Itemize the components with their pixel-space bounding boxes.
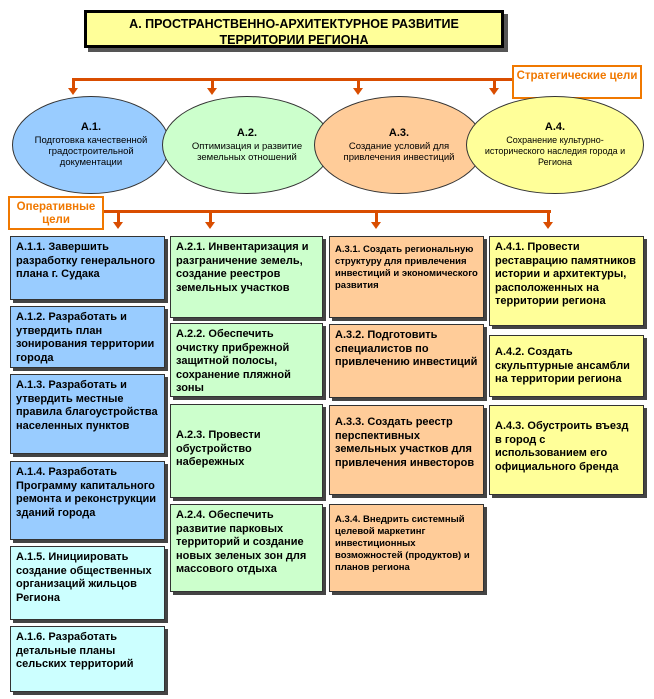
goal-text: Оптимизация и развитие земельных отношен… (191, 140, 303, 163)
operative-connector-line (104, 210, 551, 213)
strategic-goals-label: Стратегические цели (512, 65, 642, 99)
goal-code: А.2. (236, 126, 258, 139)
strategic-goal-a2: А.2. Оптимизация и развитие земельных от… (162, 96, 332, 194)
strategic-goal-a3: А.3. Создание условий для привлечения ин… (314, 96, 484, 194)
operative-connector-drop-1 (117, 210, 120, 224)
goal-text: Сохранение культурно-исторического насле… (484, 135, 626, 167)
arrow-icon (489, 88, 499, 95)
operative-goal-a1-1: А.1.1. Завершить разработку генерального… (10, 236, 165, 300)
strategic-connector-drop-4 (493, 78, 496, 90)
goal-text: Создание условий для привлечения инвести… (343, 140, 455, 163)
operative-goal-a2-2: А.2.2. Обеспечить очистку прибрежной защ… (170, 323, 323, 397)
operative-goal-a3-3: А.3.3. Создать реестр перспективных земе… (329, 405, 484, 495)
arrow-icon (68, 88, 78, 95)
strategic-connector-drop-1 (72, 78, 75, 90)
arrow-icon (371, 222, 381, 229)
operative-goal-a1-6: А.1.6. Разработать детальные планы сельс… (10, 626, 165, 692)
operative-goal-a2-3: А.2.3. Провести обустройство набережных (170, 404, 323, 498)
strategic-goal-a4: А.4. Сохранение культурно-исторического … (466, 96, 644, 194)
operative-goals-label: Оперативные цели (8, 196, 104, 230)
operative-goal-a4-1: А.4.1. Провести реставрацию памятников и… (489, 236, 644, 326)
goal-text: Подготовка качественной градостроительно… (34, 135, 148, 168)
operative-goal-a4-3: А.4.3. Обустроить въезд в город с исполь… (489, 405, 644, 495)
operative-goal-a1-5: А.1.5. Инициировать создание общественны… (10, 546, 165, 620)
operative-goal-a4-2: А.4.2. Создать скульптурные ансамбли на … (489, 335, 644, 397)
strategic-connector-drop-2 (211, 78, 214, 90)
diagram-title: А. ПРОСТРАНСТВЕННО-АРХИТЕКТУРНОЕ РАЗВИТИ… (84, 10, 504, 48)
operative-goal-a1-2: А.1.2. Разработать и утвердить план зони… (10, 306, 165, 368)
goal-code: А.4. (544, 121, 566, 133)
goal-code: А.3. (388, 126, 410, 139)
goal-code: А.1. (80, 121, 102, 133)
operative-goal-a1-3: А.1.3. Разработать и утвердить местные п… (10, 374, 165, 454)
operative-goal-a1-4: А.1.4. Разработать Программу капитальног… (10, 461, 165, 540)
operative-goal-a3-2: А.3.2. Подготовить специалистов по привл… (329, 324, 484, 398)
strategic-connector-line (72, 78, 512, 81)
operative-connector-drop-3 (375, 210, 378, 224)
operative-goal-a2-4: А.2.4. Обеспечить развитие парковых терр… (170, 504, 323, 592)
arrow-icon (207, 88, 217, 95)
operative-connector-drop-2 (209, 210, 212, 224)
operative-connector-drop-4 (547, 210, 550, 224)
strategic-connector-drop-3 (357, 78, 360, 90)
arrow-icon (353, 88, 363, 95)
arrow-icon (113, 222, 123, 229)
operative-goal-a3-1: А.3.1. Создать региональную структуру дл… (329, 236, 484, 318)
operative-goal-a3-4: А.3.4. Внедрить системный целевой маркет… (329, 504, 484, 592)
strategic-goal-a1: А.1. Подготовка качественной градостроит… (12, 96, 170, 194)
arrow-icon (205, 222, 215, 229)
operative-goal-a2-1: А.2.1. Инвентаризация и разграничение зе… (170, 236, 323, 318)
arrow-icon (543, 222, 553, 229)
